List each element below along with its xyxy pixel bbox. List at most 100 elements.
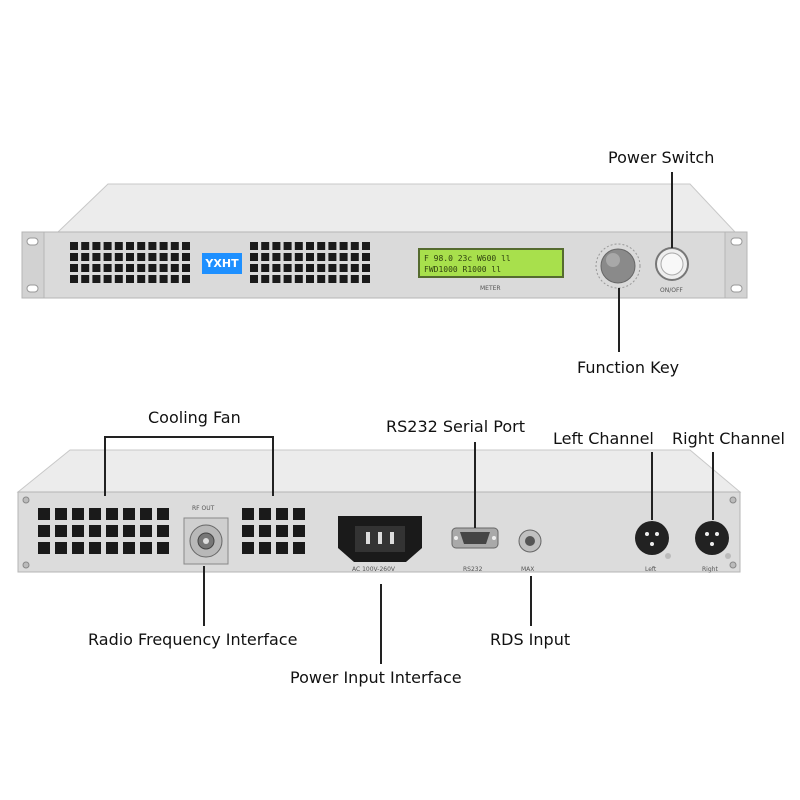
fan-vent-hole — [55, 508, 67, 520]
vent-hole — [328, 242, 337, 250]
ac-voltage-label: AC 100V-260V — [352, 566, 396, 573]
leader-left-channel — [651, 452, 653, 520]
callout-cooling-fan: Cooling Fan — [148, 408, 241, 427]
callout-power-input-interface: Power Input Interface — [290, 668, 462, 687]
vent-hole — [272, 242, 281, 250]
lcd-display: F 98.0 23c W600 ll FWD1000 R1000 ll — [418, 248, 564, 278]
callout-rs232-serial-port: RS232 Serial Port — [386, 417, 525, 436]
front-rack-ear-right — [724, 231, 748, 299]
vent-hole — [283, 264, 292, 272]
vent-hole — [81, 275, 90, 283]
front-vent-grille-left — [70, 242, 190, 283]
vent-hole — [148, 242, 157, 250]
vent-hole — [92, 275, 101, 283]
leader-right-channel — [712, 452, 714, 520]
fan-vent-hole — [89, 508, 101, 520]
onoff-label: ON/OFF — [660, 287, 683, 294]
vent-hole — [81, 264, 90, 272]
leader-power-input — [380, 584, 382, 664]
vent-hole — [362, 264, 370, 272]
function-key-knob — [600, 248, 636, 284]
rear-screw-bl — [22, 561, 30, 569]
fan-vent-hole — [38, 542, 50, 554]
vent-hole — [328, 253, 337, 261]
fan-vent-hole — [157, 508, 169, 520]
vent-hole — [170, 275, 179, 283]
vent-hole — [92, 253, 101, 261]
leader-cooling-fan-left — [104, 436, 106, 496]
fan-vent-hole — [276, 542, 288, 554]
fan-vent-hole — [72, 542, 84, 554]
right-channel-label: Right — [702, 566, 718, 573]
left-channel-label: Left — [645, 566, 657, 573]
vent-hole — [182, 253, 190, 261]
leader-rds-input — [530, 576, 532, 626]
leader-rs232 — [474, 442, 476, 528]
vent-hole — [114, 253, 123, 261]
front-unit-top-cover — [56, 183, 737, 233]
fan-vent-hole — [106, 542, 118, 554]
rs232-connector-body — [460, 532, 490, 544]
fan-vent-hole — [242, 525, 254, 537]
vent-hole — [126, 264, 134, 272]
callout-power-switch: Power Switch — [608, 148, 715, 167]
vent-hole — [306, 275, 314, 283]
vent-hole — [317, 264, 326, 272]
vent-hole — [182, 275, 190, 283]
vent-hole — [81, 242, 90, 250]
vent-hole — [306, 264, 314, 272]
vent-hole — [339, 253, 348, 261]
front-rack-hole-bl — [26, 284, 39, 293]
vent-hole — [148, 275, 157, 283]
fan-vent-hole — [106, 525, 118, 537]
rf-connector-pin — [203, 538, 209, 544]
rear-screw-br — [729, 561, 737, 569]
lcd-line-1: F 98.0 23c W600 ll — [424, 254, 511, 263]
xlr-right-connector — [695, 521, 729, 555]
vent-hole — [294, 275, 303, 283]
vent-hole — [182, 264, 190, 272]
vent-hole — [339, 275, 348, 283]
vent-hole — [294, 242, 303, 250]
vent-hole — [294, 253, 303, 261]
fan-vent-hole — [259, 525, 271, 537]
fan-vent-hole — [276, 525, 288, 537]
front-rack-hole-tl — [26, 237, 39, 246]
fan-vent-hole — [89, 542, 101, 554]
leader-cooling-fan-right — [272, 436, 274, 496]
fan-vent-hole — [157, 542, 169, 554]
brand-logo: YXHT — [202, 253, 242, 274]
function-key-knob-highlight — [606, 253, 620, 267]
vent-hole — [114, 242, 123, 250]
fan-vent-hole — [140, 525, 152, 537]
fan-vent-hole — [72, 508, 84, 520]
vent-hole — [126, 242, 134, 250]
rear-screw-tl — [22, 496, 30, 504]
xlr-left-screw — [665, 553, 671, 559]
fan-vent-hole — [242, 508, 254, 520]
vent-hole — [350, 253, 359, 261]
vent-hole — [182, 242, 190, 250]
fan-vent-hole — [140, 542, 152, 554]
vent-hole — [306, 242, 314, 250]
xlr-right-pin-3 — [710, 542, 714, 546]
xlr-right-pin-2 — [715, 532, 719, 536]
fan-vent-hole — [38, 508, 50, 520]
meter-label: METER — [480, 285, 501, 292]
xlr-left-pin-2 — [655, 532, 659, 536]
fan-vent-hole — [72, 525, 84, 537]
rds-bnc-core — [525, 536, 535, 546]
vent-hole — [261, 264, 270, 272]
vent-hole — [261, 275, 270, 283]
fan-vent-hole — [242, 542, 254, 554]
vent-hole — [350, 264, 359, 272]
lcd-line-2: FWD1000 R1000 ll — [424, 265, 502, 274]
vent-hole — [283, 242, 292, 250]
fan-vent-hole — [293, 525, 305, 537]
vent-hole — [70, 242, 78, 250]
power-switch-button-inner — [660, 252, 684, 276]
vent-hole — [362, 253, 370, 261]
vent-hole — [362, 242, 370, 250]
